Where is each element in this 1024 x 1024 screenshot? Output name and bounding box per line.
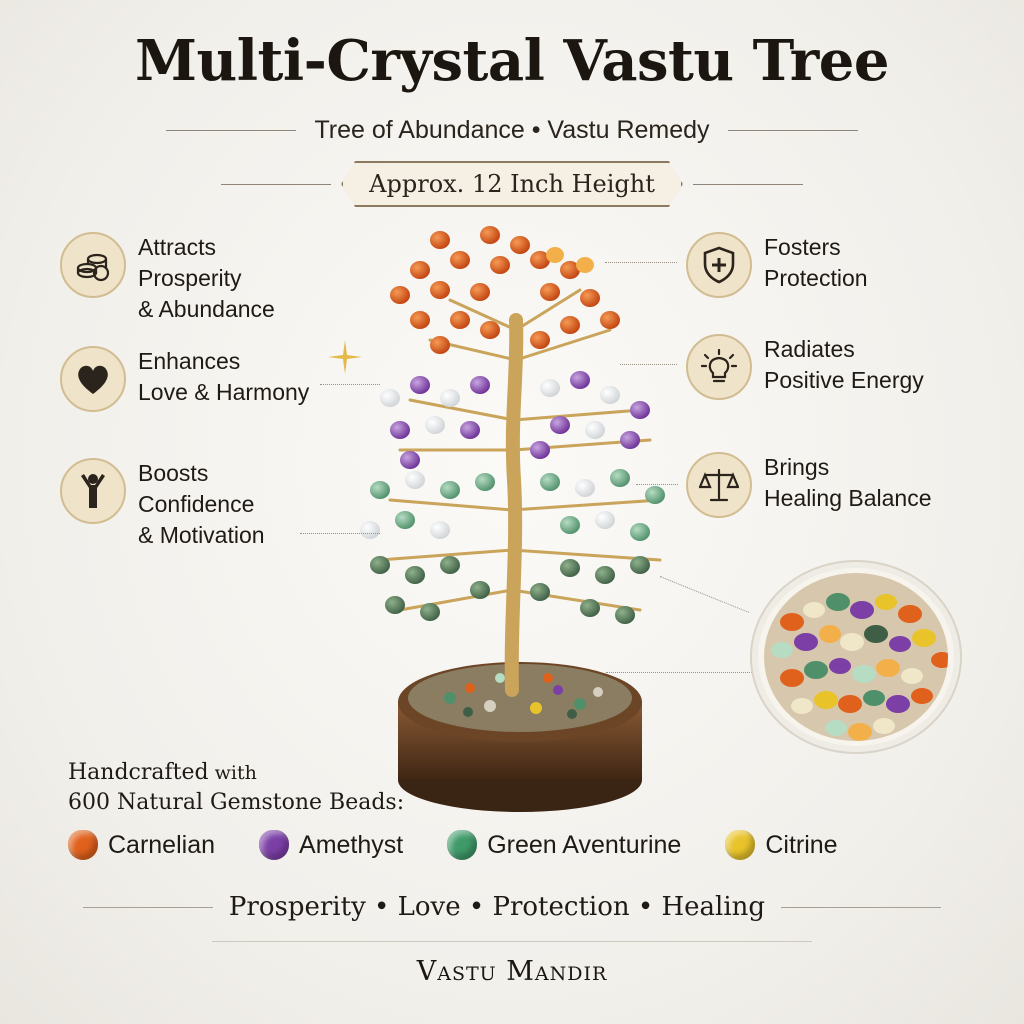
height-badge: Approx. 12 Inch Height [341,161,683,207]
benefit-prosperity-line2: Prosperity [138,265,242,291]
benefit-love-line2: Love & Harmony [138,379,310,405]
gemstone-closeup [750,560,962,754]
subtitle-row: Tree of Abundance • Vastu Remedy [0,113,1024,147]
amethyst-gem-icon [259,830,290,860]
height-rule-left [221,183,332,185]
balance-scale-icon [686,452,752,518]
gemstone-legend: Carnelian Amethyst Green Aventurine Citr… [68,830,968,860]
benefit-protection-line2: Protection [764,265,868,291]
green-aventurine-gem-icon [447,830,478,860]
shield-plus-icon [686,232,752,298]
brand-name: Vastu Mandir [416,956,608,987]
subtitle: Tree of Abundance • Vastu Remedy [314,115,710,144]
tagline-row: Prosperity • Love • Protection • Healing [0,887,1024,927]
benefit-confidence-line1: Boosts [138,460,209,486]
subtitle-rule-right [727,129,858,131]
subtitle-rule-left [166,129,297,131]
product-title: Multi-Crystal Vastu Tree [135,28,889,94]
handcrafted-word: Handcrafted [68,760,209,785]
amethyst-tier [380,371,650,469]
carnelian-gem-icon [68,830,98,860]
leader-magnifier-bottom [606,672,752,673]
legend-carnelian: Carnelian [68,830,215,860]
benefit-energy-line2: Positive Energy [764,367,924,393]
legend-amethyst-label: Amethyst [299,830,404,859]
leader-protection [605,262,677,263]
handcrafted-label: Handcrafted with 600 Natural Gemstone Be… [68,758,404,818]
benefit-energy-line1: Radiates [764,336,855,362]
footer-divider [212,941,812,942]
leader-love [320,384,380,385]
benefit-confidence-line3: & Motivation [138,522,265,548]
bead-count: 600 Natural Gemstone Beads: [68,790,405,815]
leader-energy [620,364,677,365]
legend-citrine: Citrine [725,830,838,860]
legend-citrine-label: Citrine [765,830,838,859]
benefit-healing-line2: Healing Balance [764,485,932,511]
benefit-protection-line1: Fosters [764,234,841,260]
benefit-healing: Brings Healing Balance [686,452,932,518]
crystal-tree-illustration [360,226,665,812]
leader-healing [636,484,678,485]
benefit-healing-line1: Brings [764,454,830,480]
benefit-prosperity-line1: Attracts [138,234,216,260]
gold-wire-trunk [378,288,662,697]
height-row: Approx. 12 Inch Height [0,161,1024,207]
legend-amethyst: Amethyst [259,830,403,860]
benefit-confidence-line2: Confidence [138,491,255,517]
green-aventurine-tier [360,469,665,541]
citrine-accents [546,247,594,273]
carnelian-tier [390,226,620,354]
benefit-prosperity-line3: & Abundance [138,296,275,322]
height-rule-right [692,183,803,185]
tagline-rule-right [781,906,942,908]
gemstone-closeup-chips [764,573,948,741]
benefit-love: Enhances Love & Harmony [60,346,309,412]
tagline: Prosperity • Love • Protection • Healing [228,892,766,922]
benefit-love-line1: Enhances [138,348,241,374]
coins-icon [60,232,126,298]
sparkle-icon [328,340,362,374]
benefit-energy: Radiates Positive Energy [686,334,924,400]
dark-green-tier [370,556,650,624]
person-raised-arms-icon [60,458,126,524]
benefit-confidence: Boosts Confidence & Motivation [60,458,265,551]
legend-carnelian-label: Carnelian [108,830,216,859]
legend-green-aventurine-label: Green Aventurine [487,830,682,859]
benefit-prosperity: Attracts Prosperity & Abundance [60,232,275,325]
tagline-rule-left [82,906,213,908]
benefit-protection: Fosters Protection [686,232,868,298]
handcrafted-with: with [208,762,257,784]
lightbulb-icon [686,334,752,400]
citrine-gem-icon [725,830,756,860]
legend-green-aventurine: Green Aventurine [447,830,681,860]
heart-icon [60,346,126,412]
leader-confidence [300,533,380,534]
